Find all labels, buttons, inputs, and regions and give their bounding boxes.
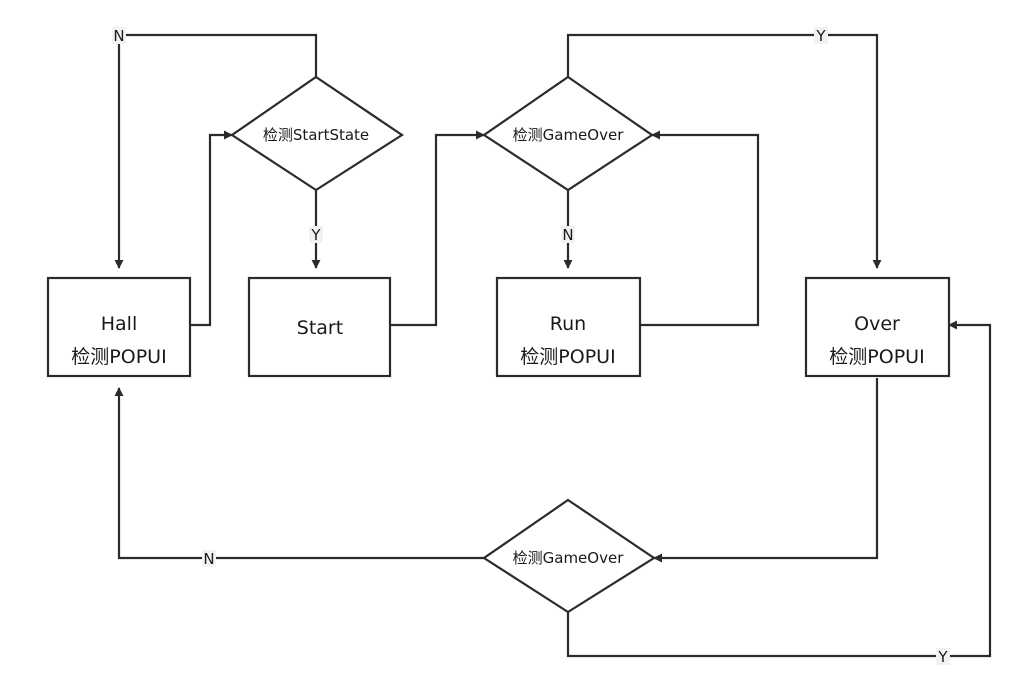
node-start-title: Start [297, 317, 343, 339]
decision-gameover-bottom [482, 498, 657, 614]
edge-gameover-bottom-yes-to-over [566, 320, 992, 658]
svg-text:Y: Y [937, 648, 948, 666]
svg-text:N: N [113, 27, 124, 45]
svg-text:N: N [203, 550, 214, 568]
edge-gameover-bottom-no-to-hall [114, 387, 484, 560]
node-over-title: Over [854, 313, 900, 335]
edge-gameover-yes-to-over [566, 33, 882, 269]
node-over [804, 276, 951, 378]
edge-label-gameover-top-yes: Y [814, 27, 828, 45]
edge-label-gameover-bottom-yes: Y [936, 648, 950, 666]
edge-label-startstate-no: N [112, 27, 126, 45]
edge-startstate-no-to-hall [114, 33, 318, 269]
decision-startstate-label: 检测StartState [263, 126, 369, 144]
svg-text:N: N [562, 226, 573, 244]
decision-gameover-bottom-label: 检测GameOver [513, 549, 625, 567]
node-run-title: Run [550, 313, 586, 335]
edge-label-gameover-bottom-no: N [202, 550, 216, 568]
node-hall [46, 276, 192, 378]
node-over-subtitle: 检测POPUI [829, 346, 924, 368]
edge-start-to-gameover [390, 130, 485, 327]
edge-label-startstate-yes: Y [309, 226, 323, 244]
decision-gameover-top [482, 75, 654, 192]
svg-text:Y: Y [310, 226, 321, 244]
decision-startstate [230, 75, 405, 192]
decision-gameover-top-label: 检测GameOver [513, 126, 625, 144]
node-hall-title: Hall [101, 313, 138, 335]
edge-over-to-gameover-bottom [653, 378, 879, 563]
node-run-subtitle: 检测POPUI [520, 346, 615, 368]
edge-run-to-gameover [640, 130, 760, 327]
edge-label-gameover-top-no: N [561, 226, 575, 244]
edge-hall-to-startstate [190, 130, 233, 327]
node-run [495, 276, 642, 378]
node-hall-subtitle: 检测POPUI [71, 346, 166, 368]
node-start [247, 276, 392, 378]
svg-text:Y: Y [815, 27, 826, 45]
